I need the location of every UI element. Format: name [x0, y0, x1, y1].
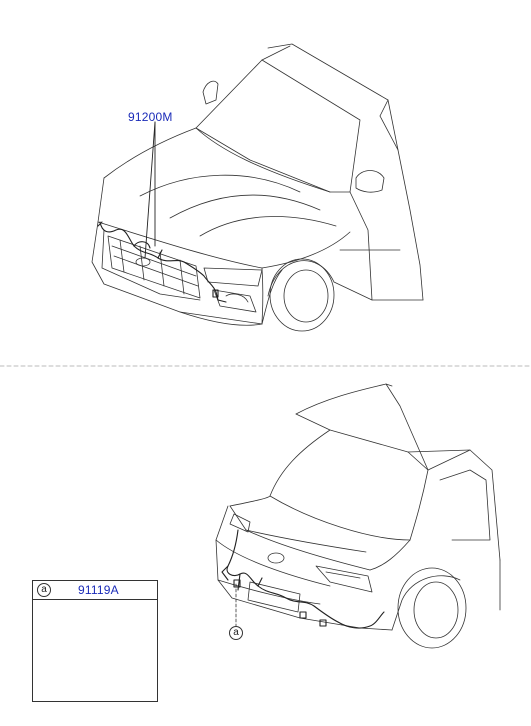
detail-box: a 91119A [32, 580, 158, 702]
detail-box-header: a 91119A [33, 581, 157, 600]
detail-box-marker: a [37, 583, 51, 597]
rear-car-illustration [215, 383, 501, 649]
front-car-illustration [91, 43, 424, 332]
callout-marker-a[interactable]: a [229, 626, 243, 640]
part-number-91119a[interactable]: 91119A [78, 583, 119, 597]
part-number-91200m[interactable]: 91200M [128, 110, 173, 124]
